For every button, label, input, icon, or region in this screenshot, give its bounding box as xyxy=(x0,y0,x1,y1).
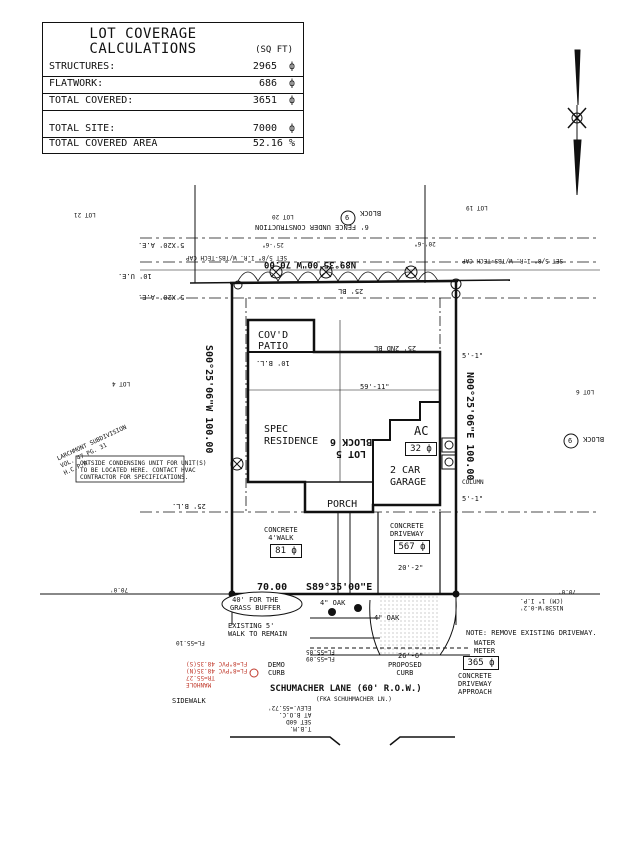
building-line-rear: 25' BL xyxy=(338,287,364,295)
table-row: STRUCTURES: 2965 ф xyxy=(49,61,295,72)
proposed-curb-label: PROPOSED CURB xyxy=(388,661,422,677)
dim-70-left: 70.0' xyxy=(110,586,129,593)
block-number-top: 6 xyxy=(345,214,350,222)
existing-walk-label: EXISTING 5' WALK TO REMAIN xyxy=(228,622,288,638)
lot-4-label: LOT 4 xyxy=(112,380,131,387)
flowline-mid: FL=55.09 FL=55.05 xyxy=(306,648,335,662)
oak-label-2: 4" OAK xyxy=(374,614,400,622)
benchmark-label: T.B.M. SET 60D AT B.O.C. ELEV.=55.72' xyxy=(268,704,312,732)
table-row: TOTAL SITE: 7000 ф xyxy=(49,123,295,134)
found-iron-pipe: N1S38'W-0.2' (CM) 1" I.P. xyxy=(520,597,564,611)
column-label: COLUMN xyxy=(462,479,484,486)
lot-coverage-table: LOT COVERAGE CALCULATIONS (SQ FT) STRUCT… xyxy=(42,22,304,154)
aerial-easement-top: 5'X20' A.E. xyxy=(138,241,185,249)
building-line-front: 25' B.L. xyxy=(172,502,206,510)
set-iron-rod-left: SET 5/8" I.R. W/TBS-TECH CAP xyxy=(186,254,288,261)
flowline-left: FL=55.10 xyxy=(176,639,205,646)
lot-19-label: LOT 19 xyxy=(466,204,488,211)
driveway-approach-hatch xyxy=(380,596,438,654)
north-arrow-icon xyxy=(567,49,587,196)
dim-26-6: 26'-6" xyxy=(398,652,424,660)
aerial-easement-mid: 5'X20' A.E. xyxy=(138,293,185,301)
garage-label: 2 CAR GARAGE xyxy=(390,465,427,488)
block-label-top: BLOCK xyxy=(360,209,382,217)
oak-label-1: 4" OAK xyxy=(320,599,346,607)
dim-70-right: 70.0' xyxy=(558,588,577,595)
residence-label: SPEC RESIDENCE xyxy=(264,424,319,447)
approach-area-box: 365 ф xyxy=(463,656,499,670)
condensing-unit-note: OUTSIDE CONDENSING UNIT FOR UNIT(S) TO B… xyxy=(80,460,207,481)
dim-25-6: 25'-6" xyxy=(262,241,284,248)
dim-20-6: 20'-6" xyxy=(414,240,436,247)
utility-easement: 10' U.E. xyxy=(118,272,152,280)
west-boundary-bearing: S00°25'06"W 100.00 xyxy=(203,345,214,454)
ac-area-box: 32 ф xyxy=(405,442,437,456)
table-row: FLATWORK: 686 ф xyxy=(49,78,295,89)
dim-20-2: 20'-2" xyxy=(398,564,424,572)
south-boundary-bearing: S89°35'00"E xyxy=(306,582,373,593)
lot-20-label: LOT 20 xyxy=(272,213,294,220)
lot-21-label: LOT 21 xyxy=(74,211,96,218)
block-number-right: 6 xyxy=(568,437,573,445)
second-building-line: 25' 2ND BL xyxy=(374,344,417,352)
table-title-line1: LOT COVERAGE xyxy=(89,26,197,42)
porch-label: PORCH xyxy=(327,499,358,510)
block-label-right: BLOCK xyxy=(583,435,605,443)
dim-5-1-bottom: 5'-1" xyxy=(462,495,484,503)
table-unit: (SQ FT) xyxy=(255,45,293,55)
water-meter-label: WATER METER xyxy=(474,639,496,655)
street-name: SCHUMACHER LANE (60' R.O.W.) xyxy=(270,684,422,694)
fence-note: 6' FENCE UNDER CONSTRUCTION xyxy=(255,223,369,231)
sidewalk-label: SIDEWALK xyxy=(172,697,206,705)
manhole-data: MANHOLE TR=55.27 FL=8"PVC 48.35(N) FL=8"… xyxy=(186,660,248,688)
driveway-area-box: 567 ф xyxy=(394,540,430,554)
walk-label: CONCRETE 4'WALK xyxy=(264,526,298,542)
south-boundary-length: 70.00 xyxy=(257,582,288,593)
dim-59-11: 59'-11" xyxy=(360,383,390,391)
approach-label: CONCRETE DRIVEWAY APPROACH xyxy=(458,672,492,696)
remove-driveway-note: NOTE: REMOVE EXISTING DRIVEWAY. xyxy=(466,629,597,637)
walk-area-box: 81 ф xyxy=(270,544,302,558)
table-row: TOTAL COVERED: 3651 ф xyxy=(49,95,295,106)
covered-patio-label: COV'D PATIO xyxy=(258,330,289,352)
street-former-name: (FKA SCHUHMACHER LN.) xyxy=(316,696,392,703)
table-row: TOTAL COVERED AREA 52.16 % xyxy=(49,138,295,149)
oak-tree-icon xyxy=(354,604,362,612)
set-iron-rod-right: SET 5/8" I.R. W/TBS-TECH CAP xyxy=(462,257,564,264)
building-line-10: 10' B.L. xyxy=(256,359,290,367)
grass-buffer-label: 40' FOR THE GRASS BUFFER xyxy=(230,596,281,612)
lot-5-label: LOT 5 xyxy=(336,448,367,459)
ac-label: AC xyxy=(414,424,429,438)
east-boundary-bearing: N00°25'06"E 100.00 xyxy=(464,372,475,481)
table-title-line2: CALCULATIONS xyxy=(89,41,197,57)
demo-curb-label: DEMO CURB xyxy=(268,661,285,677)
lot-6-label: LOT 6 xyxy=(576,388,595,395)
driveway-label: CONCRETE DRIVEWAY xyxy=(390,522,424,538)
oak-tree-icon xyxy=(328,608,336,616)
dim-5-1-top: 5'-1" xyxy=(462,352,484,360)
block-6-label: BLOCK 6 xyxy=(330,436,373,447)
